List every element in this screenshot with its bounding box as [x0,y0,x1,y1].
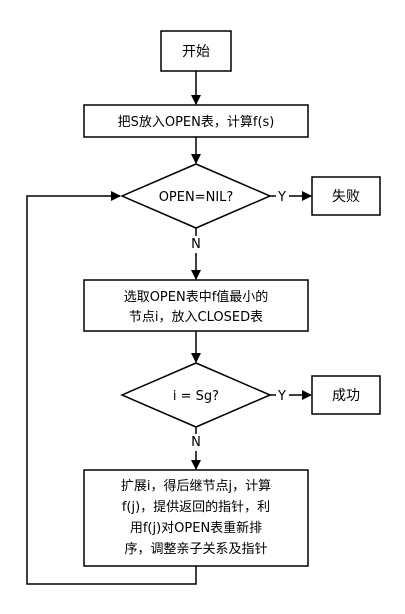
select-box [83,279,309,332]
decision2-label: i = Sg? [173,389,219,404]
start-label: 开始 [182,44,210,60]
decision2-no-label: N [191,435,201,450]
expand-label-line2: f(j)，提供返回的指针，利 [122,499,270,515]
expand-label-line3: 用f(j)对OPEN表重新排 [130,520,262,536]
expand-label-line1: 扩展i，得后继节点j，计算 [121,478,271,494]
decision1-yes-label: Y [277,190,286,205]
success-box [311,375,381,415]
select-label-line2: 节点i，放入CLOSED表 [129,310,263,325]
init-box [83,104,309,138]
fail-label: 失败 [332,189,360,205]
start-box [160,30,232,72]
fail-box [311,176,381,216]
decision1-no-label: N [191,237,201,252]
select-label-line1: 选取OPEN表中f值最小的 [124,289,269,305]
decision1-label: OPEN=NIL? [159,190,234,205]
loop-back-connector [26,191,197,585]
decision2-yes-label: Y [277,389,286,404]
init-label: 把S放入OPEN表，计算f(s) [118,115,275,130]
success-label: 成功 [332,388,360,404]
expand-box [83,469,309,567]
expand-label-line4: 序，调整亲子关系及指针 [124,542,267,557]
